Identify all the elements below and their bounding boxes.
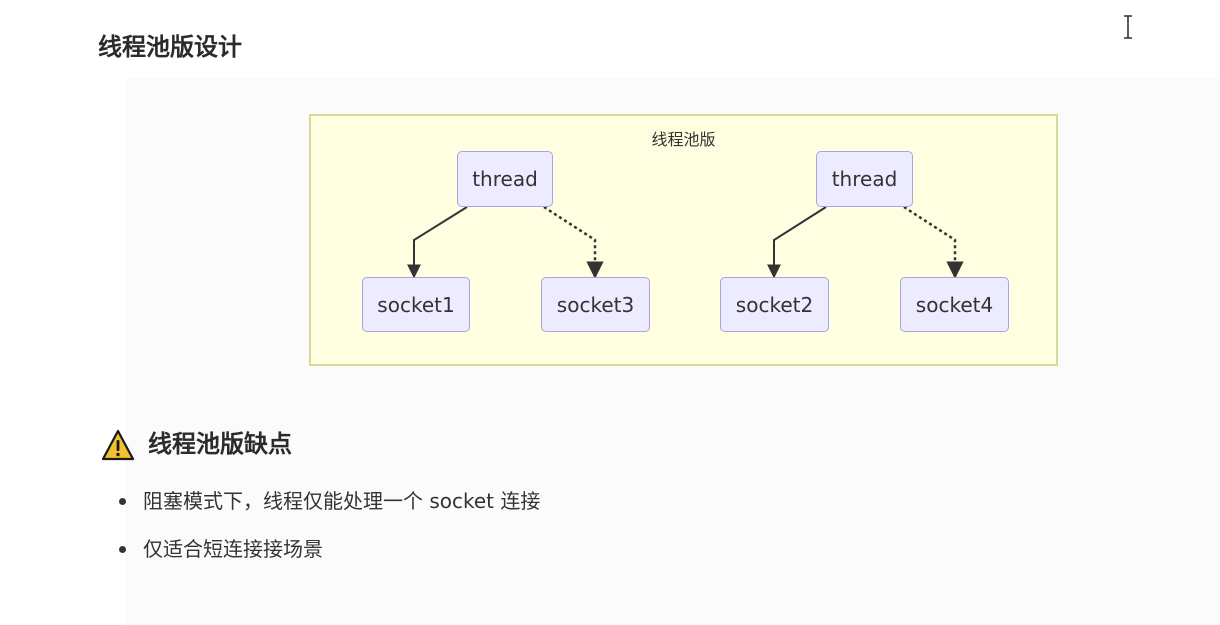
- section-title-design: 线程池版设计: [98, 33, 242, 61]
- edge-thread-a-socket3: [543, 205, 604, 279]
- diagram-group-label: 线程池版: [651, 130, 716, 149]
- list-item-text: 阻塞模式下，线程仅能处理一个 socket 连接: [143, 489, 541, 513]
- list-item: 阻塞模式下，线程仅能处理一个 socket 连接: [119, 487, 540, 515]
- edge-thread-b-socket4: [903, 205, 964, 279]
- node-socket1: socket1: [362, 277, 470, 332]
- node-socket3: socket3: [541, 277, 650, 332]
- section-title-drawbacks: 线程池版缺点: [148, 430, 292, 458]
- node-thread-b: thread: [816, 151, 913, 207]
- node-socket4: socket4: [900, 277, 1009, 332]
- text-cursor-icon: [1124, 15, 1132, 39]
- list-item: 仅适合短连接接场景: [119, 535, 540, 563]
- thread-pool-diagram: 线程池版 thread thread socket1 socket3 socke…: [309, 114, 1058, 366]
- node-thread-a: thread: [457, 151, 553, 207]
- diagram-edges: [407, 205, 964, 279]
- warning-icon: [101, 429, 135, 461]
- drawback-list: 阻塞模式下，线程仅能处理一个 socket 连接 仅适合短连接接场景: [119, 487, 540, 583]
- edge-thread-b-socket2: [767, 206, 827, 279]
- bullet-dot: [119, 498, 126, 505]
- bullet-dot: [119, 546, 126, 553]
- node-socket2: socket2: [720, 277, 829, 332]
- edge-thread-a-socket1: [407, 206, 468, 279]
- list-item-text: 仅适合短连接接场景: [143, 537, 323, 561]
